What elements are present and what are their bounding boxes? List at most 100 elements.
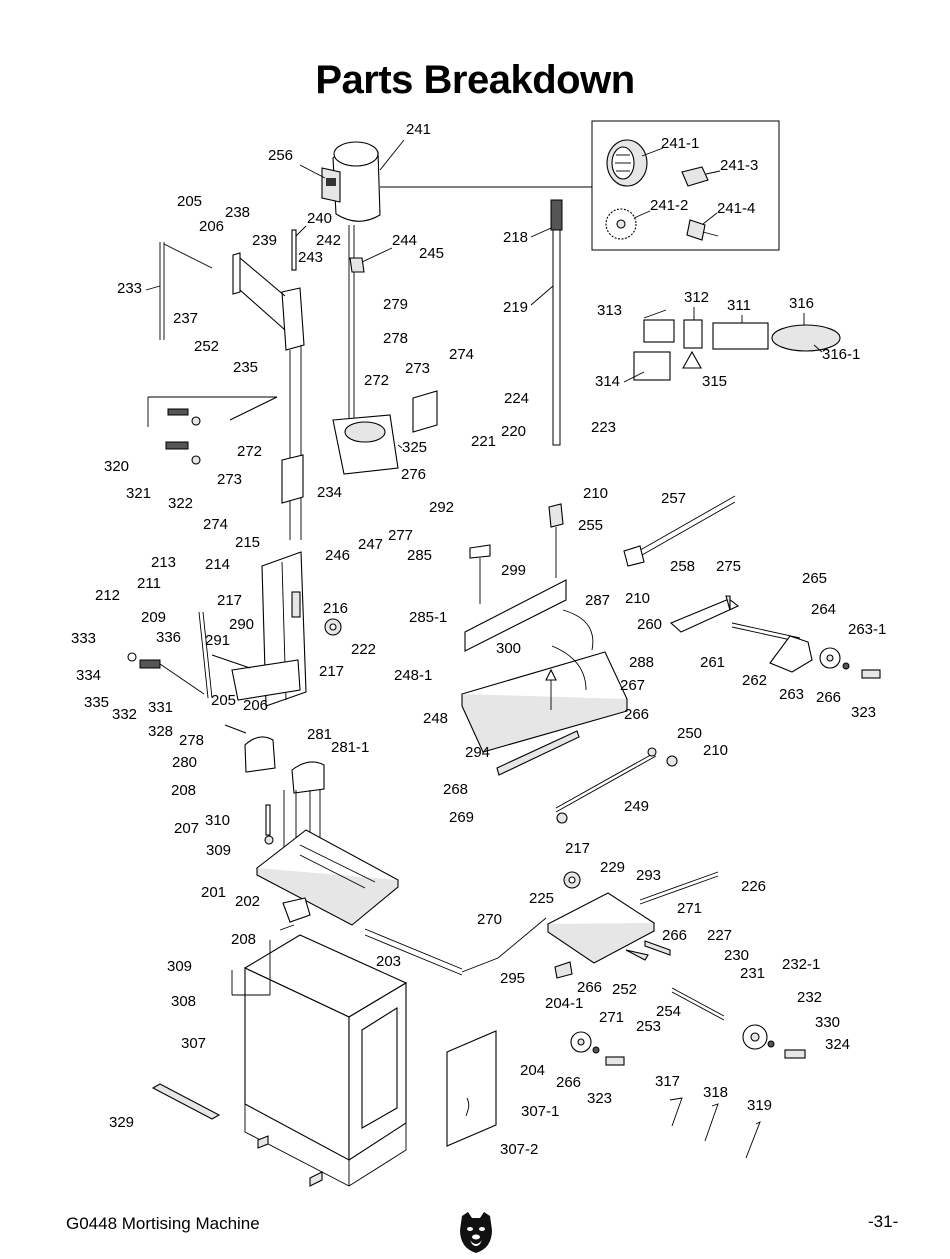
part-label: 235 [233,359,258,376]
part-label: 317 [655,1073,680,1090]
part-label: 272 [237,443,262,460]
part-label: 323 [587,1090,612,1107]
part-label: 215 [235,534,260,551]
part-label: 238 [225,204,250,221]
part-label: 266 [662,927,687,944]
part-label: 307-2 [500,1141,538,1158]
part-label: 320 [104,458,129,475]
part-label: 261 [700,654,725,671]
part-label: 254 [656,1003,681,1020]
part-label: 292 [429,499,454,516]
part-label: 229 [600,859,625,876]
base-casting [255,829,399,931]
part-label: 333 [71,630,96,647]
part-label: 240 [307,210,332,227]
part-label: 312 [684,289,709,306]
part-label: 266 [816,689,841,706]
part-label: 316-1 [822,346,860,363]
part-label: 250 [677,725,702,742]
part-label: 324 [825,1036,850,1053]
part-label: 248-1 [394,667,432,684]
part-label: 290 [229,616,254,633]
part-label: 233 [117,280,142,297]
part-label: 247 [358,536,383,553]
part-label: 211 [137,575,161,592]
part-label: 223 [591,419,616,436]
part-label: 266 [556,1074,581,1091]
part-label: 335 [84,694,109,711]
part-label: 279 [383,296,408,313]
part-label: 249 [624,798,649,815]
part-label: 278 [383,330,408,347]
part-label: 281 [307,726,332,743]
page-number: -31- [868,1212,899,1231]
cabinet-stand [231,934,408,1187]
part-label: 274 [449,346,474,363]
part-label: 299 [501,562,526,579]
part-label: 311 [727,297,751,314]
part-label: 222 [351,641,376,658]
part-label: 244 [392,232,417,249]
part-label: 201 [201,884,226,901]
part-label: 226 [741,878,766,895]
part-label: 265 [802,570,827,587]
part-label: 210 [625,590,650,607]
part-label: 231 [740,965,765,982]
part-label: 334 [76,667,101,684]
part-label: 300 [496,640,521,657]
cross-slide-assembly [546,871,806,1066]
part-label: 318 [703,1084,728,1101]
motor-parts-inset [380,120,780,251]
part-label: 264 [811,601,836,618]
part-label: 227 [707,927,732,944]
part-label: 225 [529,890,554,907]
part-label: 271 [677,900,702,917]
part-label: 285 [407,547,432,564]
part-label: 325 [402,439,427,456]
part-label: 207 [174,820,199,837]
part-label: 273 [405,360,430,377]
part-label: 316 [789,295,814,312]
part-label: 285-1 [409,609,447,626]
part-label: 242 [316,232,341,249]
part-label: 266 [624,706,649,723]
side-panel [446,1030,497,1147]
part-label: 307-1 [521,1103,559,1120]
part-label: 204-1 [545,995,583,1012]
part-label: 293 [636,867,661,884]
part-label: 205 [211,692,236,709]
part-label: 217 [565,840,590,857]
part-label: 239 [252,232,277,249]
part-label: 269 [449,809,474,826]
part-label: 237 [173,310,198,327]
part-label: 248 [423,710,448,727]
part-label: 276 [401,466,426,483]
part-label: 273 [217,471,242,488]
lock-knob-assembly [127,652,251,695]
part-label: 216 [323,600,348,617]
lower-post-assembly [224,724,325,858]
part-label: 241-2 [650,197,688,214]
part-label: 310 [205,812,230,829]
part-label: 275 [716,558,741,575]
part-label: 245 [419,245,444,262]
sliding-table-assembly [461,495,736,824]
part-label: 210 [583,485,608,502]
part-label: 266 [577,979,602,996]
footer-model-name: G0448 Mortising Machine [66,1214,260,1233]
part-label: 267 [620,677,645,694]
part-label: 219 [503,299,528,316]
part-label: 213 [151,554,176,571]
part-label: 206 [243,697,268,714]
part-label: 336 [156,629,181,646]
part-label: 263-1 [848,621,886,638]
part-label: 209 [141,609,166,626]
motor-assembly [299,139,405,222]
part-label: 271 [599,1009,624,1026]
part-label: 268 [443,781,468,798]
warning-labels [623,307,841,383]
part-label: 224 [504,390,529,407]
part-label: 331 [148,699,173,716]
